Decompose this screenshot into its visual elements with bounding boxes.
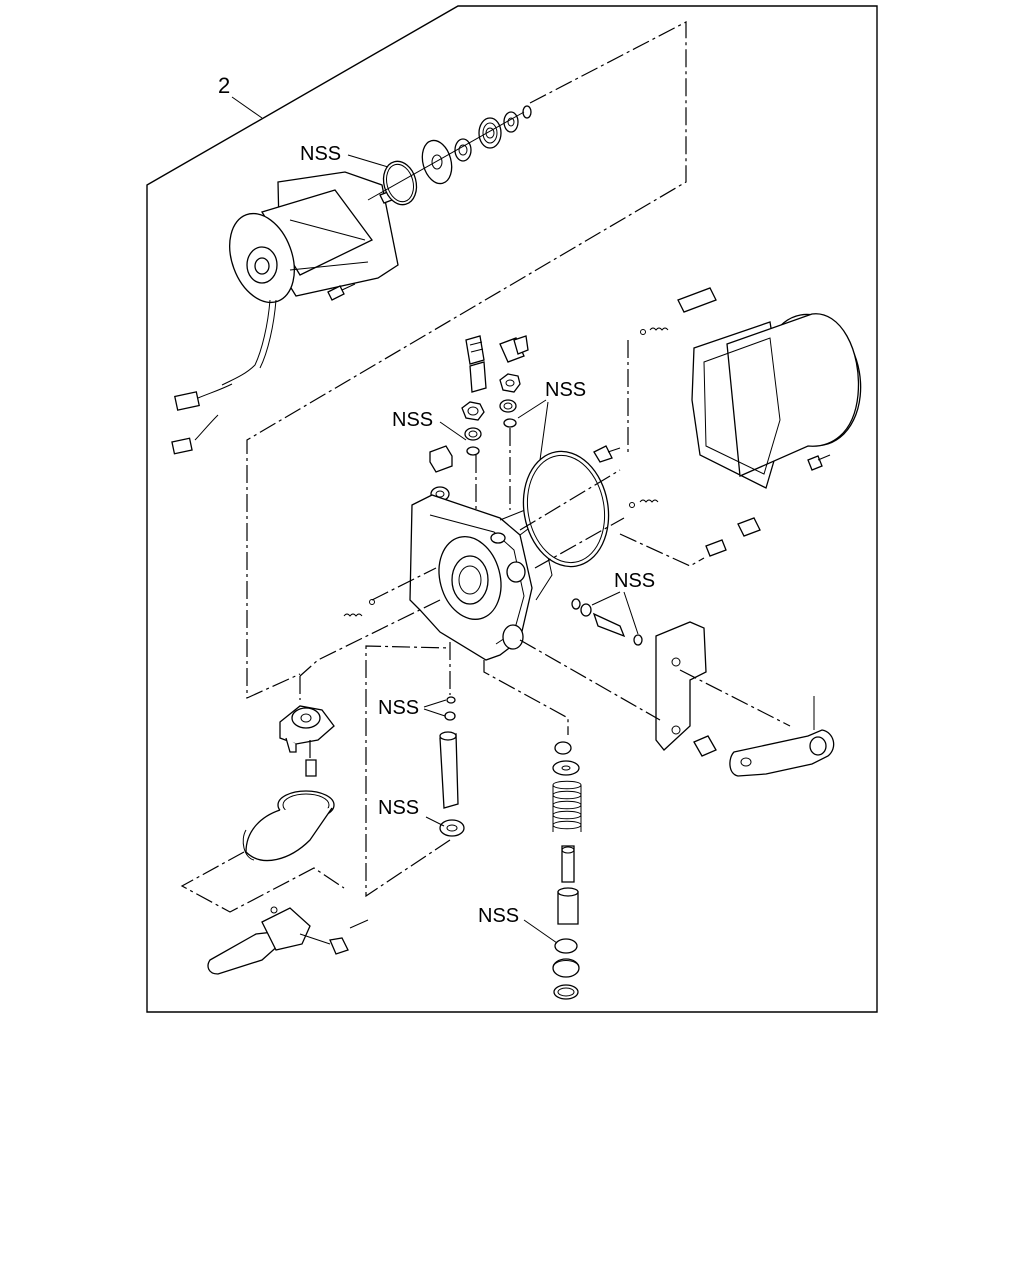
valve-stem	[561, 845, 575, 883]
middle-spring	[629, 499, 659, 508]
valve-cap	[279, 705, 335, 753]
motor-bearing	[478, 117, 502, 149]
sleeve-pin-pair	[705, 517, 761, 557]
upper-pin	[677, 287, 717, 313]
fitting-nut-right	[499, 373, 521, 393]
pump-body	[409, 494, 553, 661]
valve-spring	[552, 780, 582, 832]
elbow-fitting	[499, 335, 529, 363]
upper-spring	[640, 327, 669, 335]
nss-label-valve-oring: NSS	[478, 905, 519, 927]
cover-gasket	[522, 450, 610, 568]
nss-label-pin-clips: NSS	[378, 697, 419, 719]
motor-assembly-boundary	[246, 21, 687, 699]
cap-screw	[305, 759, 317, 777]
spring-retainer	[552, 760, 580, 776]
nss-label-fitting-oring: NSS	[392, 409, 433, 431]
drive-shaft	[439, 731, 459, 809]
motor-washer	[421, 139, 453, 185]
middle-bolt	[593, 445, 621, 463]
nss-label-shaft-seal: NSS	[378, 797, 419, 819]
pedal-handle	[207, 906, 369, 975]
pin-clip-pair	[444, 696, 456, 721]
callout-number: 2	[218, 73, 230, 98]
nss-label-motor-oring: NSS	[300, 143, 341, 165]
valve-snap-ring	[554, 741, 572, 755]
valve-oring	[554, 938, 578, 954]
valve-piston	[557, 887, 579, 925]
electric-motor	[171, 171, 399, 455]
straight-fitting	[465, 335, 487, 393]
motor-oring	[382, 160, 418, 206]
shaft-seal	[439, 819, 465, 837]
side-bolt-assembly	[571, 598, 643, 646]
motor-mount-bolt	[327, 283, 356, 301]
end-cover	[691, 313, 862, 489]
callout-leader	[231, 96, 263, 119]
left-spring	[343, 599, 375, 617]
nss-label-cover-oring: NSS	[545, 379, 586, 401]
motor-snap-ring	[522, 105, 532, 119]
cover-bolt	[807, 454, 831, 471]
mounting-bracket	[655, 621, 707, 751]
valve-snap-ring-bottom	[553, 984, 579, 1000]
nss-label-bolt-seals: NSS	[614, 570, 655, 592]
elbow-housing	[242, 790, 335, 862]
fitting-oring-left	[466, 446, 480, 456]
bracket-bolt	[693, 735, 717, 757]
outer-frame	[146, 5, 878, 1013]
drain-plug	[429, 445, 453, 502]
lever-arm	[729, 696, 835, 777]
valve-cap-bottom	[552, 958, 580, 978]
fitting-nut-left	[461, 401, 485, 421]
fitting-washer-right	[499, 399, 517, 413]
fitting-washer-left	[464, 427, 482, 441]
fitting-oring-right	[503, 418, 517, 428]
